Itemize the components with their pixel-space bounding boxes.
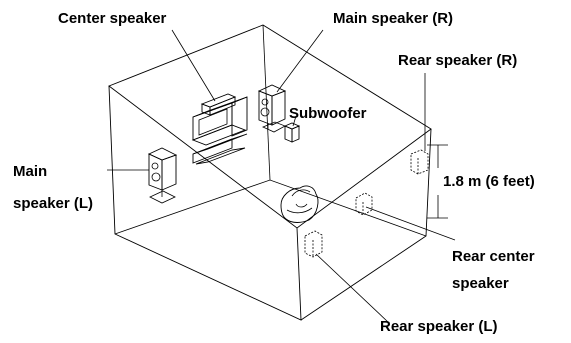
label-main-speaker-l-line2: speaker (L) bbox=[13, 195, 94, 212]
leader-lines bbox=[107, 29, 456, 323]
rear-center-speaker-icon bbox=[355, 192, 373, 216]
height-dimension bbox=[427, 144, 448, 219]
label-subwoofer: Subwoofer bbox=[289, 105, 367, 122]
main-speaker-r-icon bbox=[257, 84, 287, 133]
label-rear-center-line1: Rear center bbox=[452, 248, 535, 265]
rear-speaker-r-icon bbox=[410, 149, 429, 175]
tv-stack bbox=[191, 96, 248, 165]
center-speaker-icon bbox=[200, 93, 237, 116]
label-height: 1.8 m (6 feet) bbox=[443, 173, 535, 190]
label-main-speaker-r: Main speaker (R) bbox=[333, 10, 454, 27]
chair-icon bbox=[280, 185, 319, 223]
label-main-speaker-l-line1: Main bbox=[13, 163, 48, 180]
subwoofer-icon bbox=[283, 122, 301, 143]
label-rear-speaker-r: Rear speaker (R) bbox=[398, 52, 518, 69]
rear-speaker-l-icon bbox=[304, 230, 323, 258]
label-rear-speaker-l: Rear speaker (L) bbox=[380, 318, 498, 335]
label-rear-center-line2: speaker bbox=[452, 275, 509, 292]
main-speaker-l-icon bbox=[147, 147, 178, 204]
room-outline bbox=[108, 24, 432, 321]
label-center-speaker: Center speaker bbox=[58, 10, 167, 27]
